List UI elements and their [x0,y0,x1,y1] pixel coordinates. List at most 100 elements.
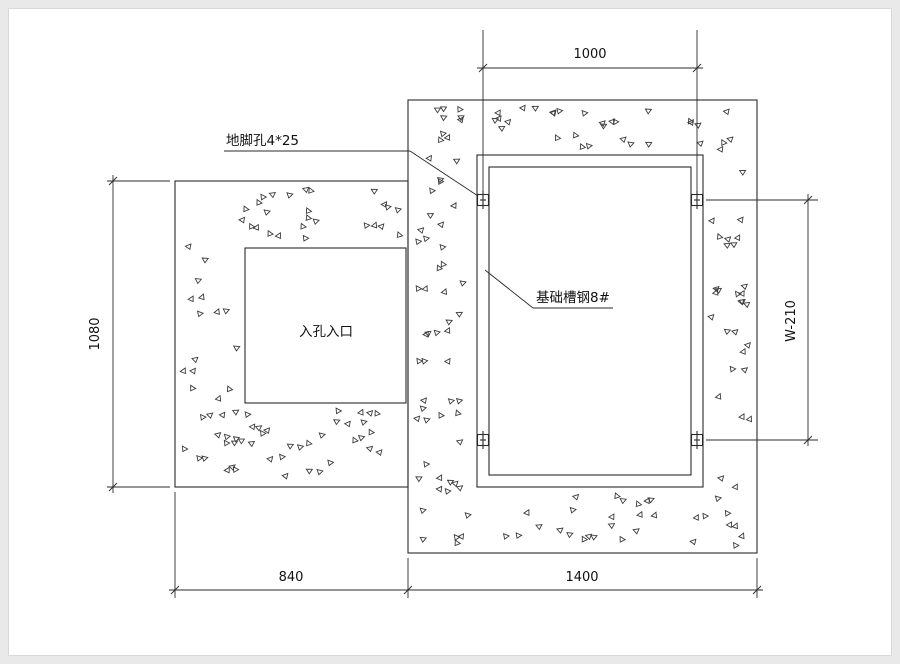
concrete-stipple-mark [439,106,448,113]
concrete-stipple-mark [436,176,445,184]
leader-channel-steel: 基础槽钢8# [484,269,613,309]
concrete-stipple-mark [332,419,341,426]
concrete-stipple-mark [266,455,274,463]
dim-left: 1080 [88,175,170,493]
concrete-stipple-mark [725,521,733,529]
concrete-stipple-mark [497,125,506,133]
concrete-stipple-mark [394,207,403,214]
concrete-stipple-mark [199,413,207,421]
concrete-stipple-mark [573,131,580,139]
concrete-stipple-mark [365,445,374,453]
concrete-stipple-mark [585,142,594,150]
concrete-stipple-mark [312,218,320,225]
concrete-stipple-mark [384,203,392,211]
concrete-stipple-mark [415,476,423,483]
concrete-stipple-mark [223,466,230,474]
concrete-stipple-mark [549,109,557,117]
concrete-stipple-mark [318,432,327,439]
concrete-stipple-mark [267,229,275,237]
concrete-stipple-mark [218,411,226,419]
concrete-stipple-mark [608,118,616,126]
concrete-stipple-mark [522,508,530,516]
concrete-stipple-mark [716,475,725,482]
concrete-stipple-mark [279,453,287,461]
concrete-stipple-mark [214,394,222,402]
concrete-stipple-mark [232,436,241,443]
concrete-stipple-mark [732,541,740,549]
concrete-stipple-mark [619,498,628,505]
concrete-stipple-mark [305,468,314,475]
concrete-stipple-mark [599,123,608,130]
concrete-stipple-mark [721,138,728,146]
concrete-stipple-mark [222,308,231,315]
concrete-stipple-mark [181,445,189,453]
concrete-stipple-mark [451,480,459,488]
dim-bottom: 840 1400 [169,492,763,598]
concrete-stipple-mark [365,409,374,417]
concrete-stipple-mark [213,431,222,439]
anchor-bolt-bottom-right [690,430,704,450]
concrete-stipple-mark [370,188,379,195]
concrete-stipple-mark [415,285,423,293]
concrete-stipple-mark [440,260,448,268]
concrete-stipple-mark [305,213,313,221]
dim-right: W-210 [706,194,818,446]
concrete-stipple-mark [494,115,502,122]
concrete-stipple-mark [455,397,464,405]
concrete-stipple-mark [590,534,598,541]
concrete-stipple-mark [436,264,444,272]
dim-top-value: 1000 [573,47,606,62]
concrete-stipple-mark [581,535,589,543]
channel-frame-inner [488,166,692,476]
concrete-stipple-mark [689,538,697,546]
concrete-stipple-mark [740,367,749,374]
concrete-stipple-mark [286,192,294,199]
concrete-stipple-mark [416,357,424,365]
concrete-stipple-mark [422,235,431,243]
concrete-stipple-mark [363,222,371,230]
concrete-stipple-mark [423,460,431,468]
foundation-pad-right [407,99,758,554]
concrete-stipple-mark [232,466,240,474]
concrete-stipple-mark [308,186,315,194]
concrete-stipple-mark [433,107,442,114]
concrete-stipple-mark [457,105,464,113]
concrete-stipple-mark [263,209,271,216]
concrete-stipple-mark [464,512,472,519]
concrete-stipple-mark [459,280,467,287]
concrete-stipple-mark [439,130,448,138]
concrete-stipple-mark [452,158,461,165]
concrete-stipple-mark [692,513,699,521]
channel-steel-label: 基础槽钢8# [536,289,610,306]
concrete-stipple-mark [724,509,732,517]
concrete-stipple-mark [443,357,451,365]
concrete-stipple-mark [734,290,742,298]
concrete-stipple-mark [377,223,385,231]
concrete-stipple-mark [238,216,246,224]
concrete-stipple-mark [263,427,271,434]
anchor-bolt-top-left [476,190,490,210]
concrete-stipple-mark [447,398,456,405]
dim-top: 1000 [477,30,703,192]
concrete-stipple-mark [438,411,446,419]
concrete-stipple-mark [194,278,203,285]
concrete-stipple-mark [316,468,324,476]
concrete-stipple-mark [425,154,433,162]
concrete-stipple-mark [723,242,731,250]
concrete-stipple-mark [380,201,388,208]
concrete-stipple-mark [650,511,658,519]
concrete-stipple-mark [433,329,441,337]
concrete-stipple-mark [436,221,445,229]
concrete-stipple-mark [190,384,197,392]
concrete-stipple-mark [729,365,737,373]
concrete-stipple-mark [254,425,263,432]
concrete-stipple-mark [503,118,512,126]
concrete-stipple-mark [260,193,268,201]
concrete-stipple-mark [614,492,622,500]
dim-bottom-right-value: 1400 [565,570,598,585]
manhole-opening [244,247,407,404]
concrete-stipple-mark [439,115,448,122]
concrete-stipple-mark [737,298,745,306]
concrete-stipple-mark [556,107,564,115]
